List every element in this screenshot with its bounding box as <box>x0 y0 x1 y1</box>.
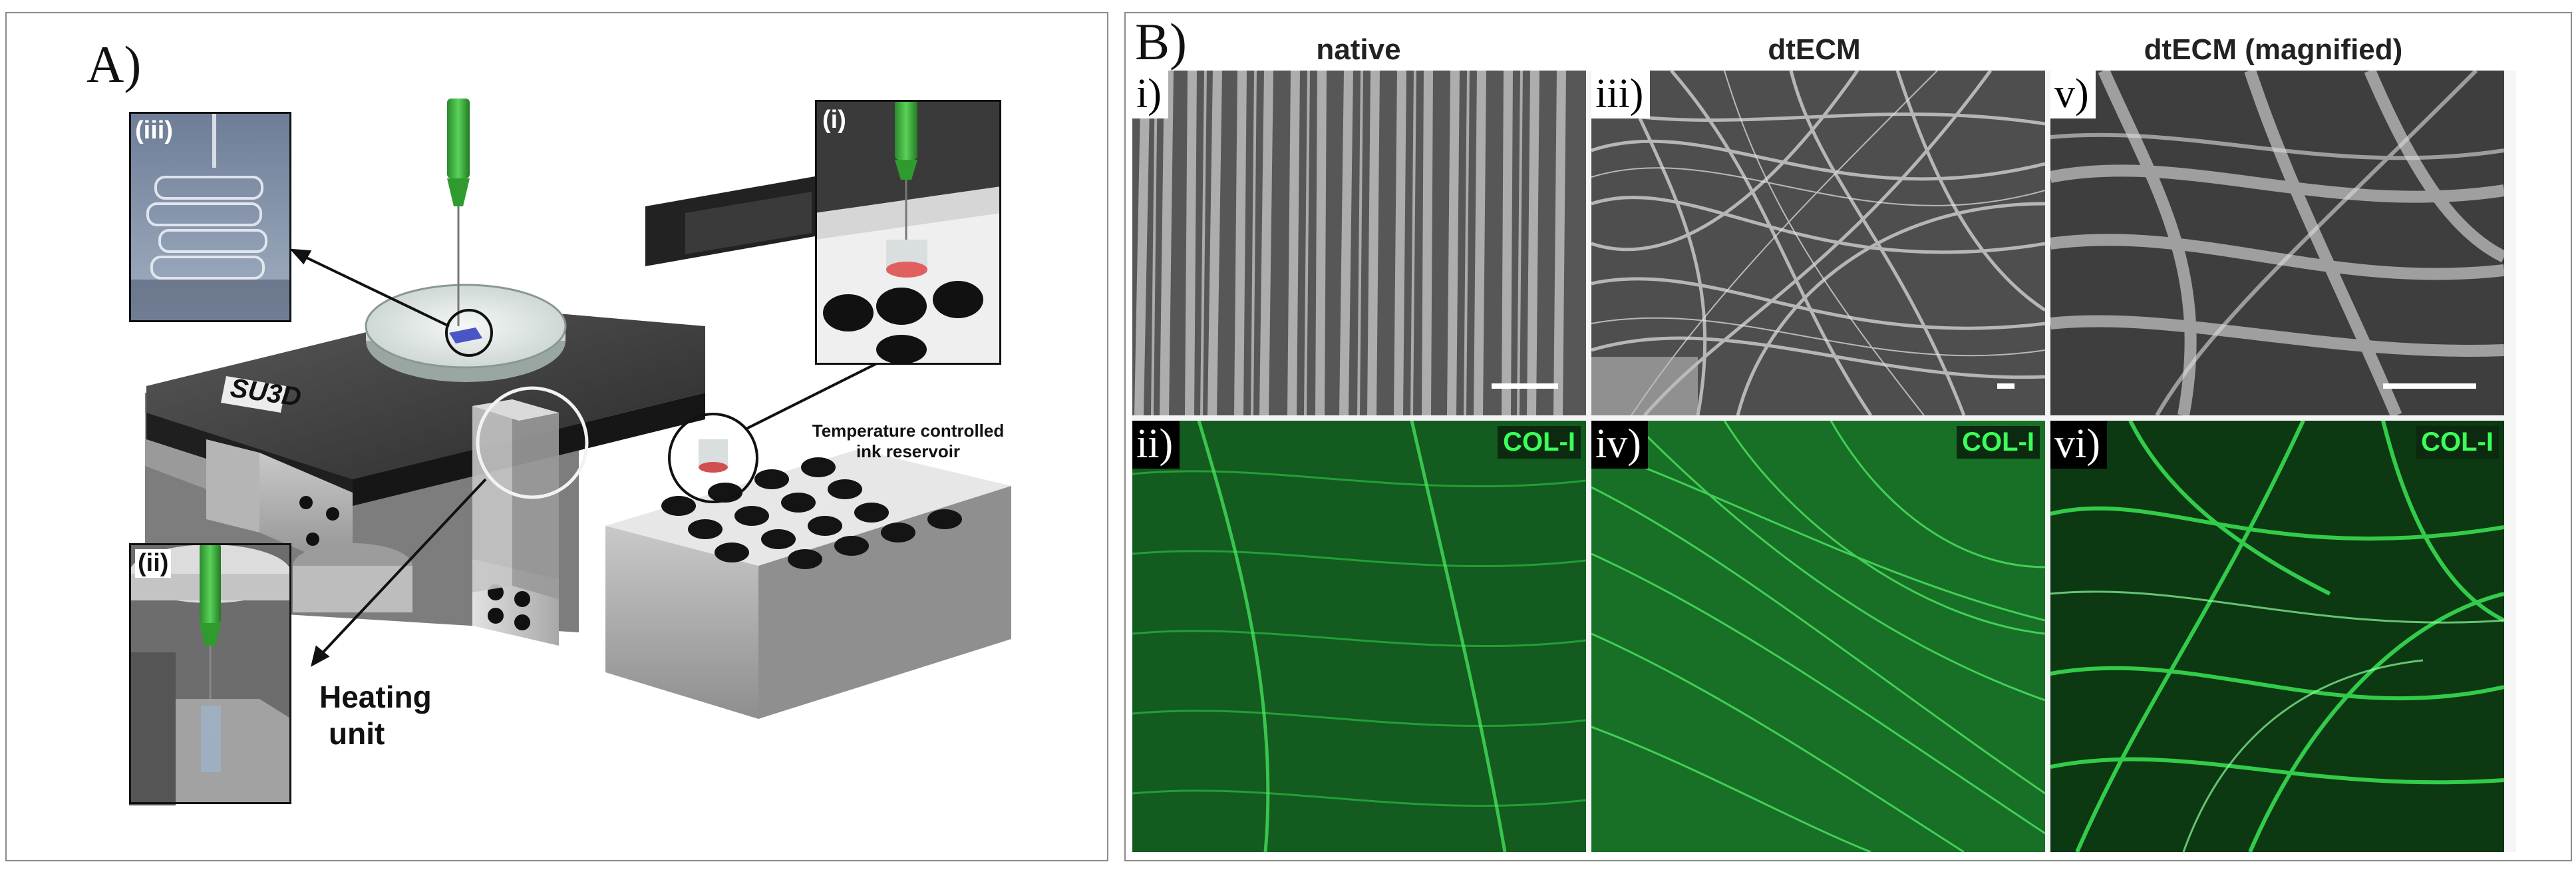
tile-ii-label: ii) <box>1132 421 1180 469</box>
tile-v-scale-bar <box>2383 383 2476 389</box>
tile-ii-fluor-native: ii) COL-I <box>1132 421 1586 852</box>
sem-fibers-magnified <box>2050 71 2504 415</box>
column-header-dtecm: dtECM <box>1768 33 1861 66</box>
column-header-dtecm-magnified: dtECM (magnified) <box>2144 33 2403 66</box>
tile-iv-stain-label: COL-I <box>1957 426 2040 459</box>
inset-iii-frame: (iii) <box>129 112 291 322</box>
tile-i-sem-native: i) <box>1132 71 1586 415</box>
inset-iii-photo <box>129 112 291 322</box>
panel-a-letter: A) <box>86 35 142 93</box>
panel-b: B) native dtECM dtECM (magnified) <box>1124 12 2572 861</box>
tile-iii-label: iii) <box>1591 71 1651 118</box>
tile-i-scale-bar <box>1492 383 1558 389</box>
reservoir-callout: Temperature controlled ink reservoir <box>788 421 1028 462</box>
tile-v-label: v) <box>2050 71 2096 118</box>
reservoir-callout-line2: ink reservoir <box>856 441 961 461</box>
heating-callout-circle <box>476 386 589 499</box>
inset-i-frame: (i) <box>815 100 1001 365</box>
inset-iii-label: (iii) <box>135 116 173 144</box>
fluor-col1-dtecm <box>1591 421 2045 852</box>
tile-v-sem-magnified: v) <box>2050 71 2504 415</box>
tile-vi-stain-label: COL-I <box>2416 426 2499 459</box>
tile-iii-sem-dtecm: iii) <box>1591 71 2045 415</box>
panel-b-letter: B) <box>1135 13 1187 71</box>
inset-ii-frame: (ii) <box>129 543 291 804</box>
reservoir-callout-circle <box>668 413 758 503</box>
tile-vi-label: vi) <box>2050 421 2107 469</box>
sem-fibers-aligned <box>1132 71 1586 415</box>
inset-ii-label: (ii) <box>135 549 172 578</box>
tile-vi-fluor-magnified: vi) COL-I <box>2050 421 2504 852</box>
tile-i-label: i) <box>1132 71 1168 118</box>
reservoir-callout-line1: Temperature controlled <box>812 421 1005 441</box>
heating-callout-line2: unit <box>329 716 385 752</box>
ink-reservoir-block <box>605 439 1011 719</box>
print-nozzle <box>447 99 470 326</box>
panel-a: A) <box>5 12 1108 861</box>
tile-ii-stain-label: COL-I <box>1498 426 1581 459</box>
petri-dish <box>365 284 567 382</box>
dish-callout-circle <box>445 309 493 357</box>
sem-fibers-random <box>1591 71 2045 415</box>
heating-unit-callout: Heating unit <box>319 679 432 752</box>
tile-iv-fluor-dtecm: iv) COL-I <box>1591 421 2045 852</box>
tile-iii-scale-bar <box>1997 383 2014 389</box>
tile-iv-label: iv) <box>1591 421 1648 469</box>
fluor-col1-native <box>1132 421 1586 852</box>
inset-i-label: (i) <box>822 106 846 134</box>
column-header-native: native <box>1316 33 1401 66</box>
image-grid: i) iii) <box>1132 71 2516 852</box>
fluor-col1-magnified <box>2050 421 2504 852</box>
heating-callout-line1: Heating <box>319 680 432 714</box>
reservoir-wells <box>661 457 962 569</box>
bioprinter-illustration <box>129 99 1011 805</box>
su3d-logo <box>221 376 286 413</box>
inset-i-photo <box>815 100 1001 365</box>
